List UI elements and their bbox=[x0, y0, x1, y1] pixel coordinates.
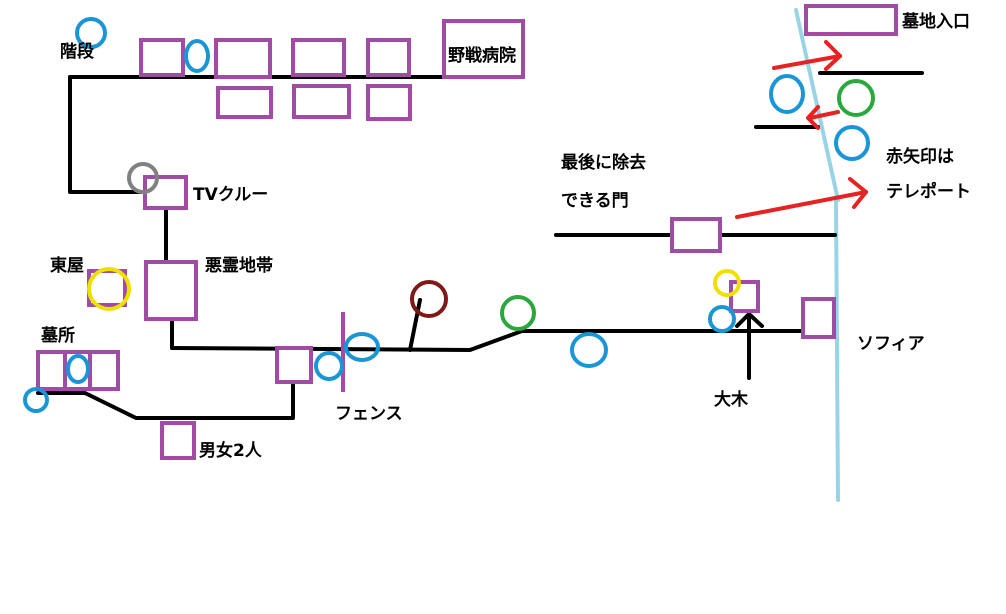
teleport-arrow-gate-shaft bbox=[735, 190, 868, 219]
marker-darkred bbox=[410, 280, 448, 318]
room-graveyard-1 bbox=[36, 350, 67, 391]
marker-green-entrance bbox=[837, 79, 875, 117]
room-last-gate bbox=[670, 217, 722, 253]
path-fence-branch bbox=[408, 298, 422, 352]
marker-yellow-gazebo bbox=[87, 267, 131, 311]
room-field-hospital bbox=[442, 19, 525, 79]
marker-blue-entrance-right bbox=[834, 125, 870, 161]
teleport-arrow-top-shaft bbox=[772, 54, 842, 70]
boundary-line bbox=[794, 8, 840, 502]
label-cemetery-entrance: 墓地入口 bbox=[901, 11, 970, 32]
marker-blue-main bbox=[570, 332, 608, 368]
room-graveyard-3 bbox=[88, 350, 120, 391]
marker-blue-fence-right bbox=[344, 332, 380, 362]
label-graveyard: 墓所 bbox=[40, 325, 75, 346]
arrow-big-tree-head bbox=[735, 312, 764, 328]
label-tv-crew: TVクルー bbox=[193, 185, 268, 205]
path-main-corridor bbox=[170, 329, 836, 352]
teleport-arrow-back-shaft bbox=[808, 110, 840, 120]
marker-gray-tv bbox=[127, 162, 159, 194]
marker-blue-corridor bbox=[184, 39, 210, 73]
marker-yellow-tree bbox=[713, 269, 741, 297]
label-sofia: ソフィア bbox=[857, 334, 925, 354]
label-gazebo: 東屋 bbox=[50, 255, 84, 276]
room-2 bbox=[214, 38, 272, 79]
boundary-upper bbox=[794, 8, 840, 202]
room-sofia bbox=[801, 297, 836, 339]
room-cemetery-entrance bbox=[804, 4, 898, 36]
marker-blue-south bbox=[23, 387, 49, 413]
room-couple bbox=[160, 421, 196, 460]
room-evil-spirit-zone bbox=[144, 260, 198, 321]
marker-blue-entrance-left bbox=[769, 74, 805, 114]
marker-blue-fence-left bbox=[314, 351, 344, 381]
label-couple: 男女2人 bbox=[199, 440, 263, 461]
label-teleport-note-1: 赤矢印は bbox=[886, 146, 954, 167]
marker-green-main bbox=[500, 295, 536, 331]
label-fence: フェンス bbox=[335, 404, 403, 424]
room-tv-crew bbox=[143, 175, 188, 210]
label-evil-spirit-zone: 悪霊地帯 bbox=[205, 255, 273, 276]
room-5 bbox=[216, 86, 273, 119]
markers bbox=[23, 17, 875, 413]
room-6 bbox=[292, 84, 351, 119]
room-1 bbox=[139, 38, 185, 77]
label-field-hospital: 野戦病院 bbox=[448, 45, 516, 66]
teleport-arrow-back-head bbox=[806, 105, 820, 130]
label-stairs: 階段 bbox=[60, 41, 94, 62]
teleport-arrow-top-head bbox=[824, 40, 842, 71]
path-south bbox=[36, 391, 295, 420]
room-big-tree bbox=[729, 280, 760, 313]
marker-blue-graveyard bbox=[66, 354, 90, 384]
label-big-tree: 大木 bbox=[714, 389, 749, 410]
room-4 bbox=[366, 38, 411, 77]
label-last-gate-2: できる門 bbox=[561, 191, 629, 211]
room-fence-side bbox=[275, 346, 313, 384]
label-last-gate-1: 最後に除去 bbox=[561, 152, 646, 173]
rooms bbox=[36, 4, 898, 460]
path-left-vertical bbox=[68, 75, 168, 194]
teleport-arrows bbox=[735, 40, 868, 219]
boundary-lower bbox=[834, 198, 840, 502]
teleport-arrow-gate-head bbox=[848, 177, 868, 209]
room-7 bbox=[366, 84, 412, 121]
labels: 階段 野戦病院 墓地入口 TVクルー 悪霊地帯 東屋 墓所 男女2人 フェンス … bbox=[40, 11, 971, 461]
label-teleport-note-2: テレポート bbox=[886, 181, 971, 202]
marker-blue-stairs bbox=[75, 17, 107, 49]
room-3 bbox=[291, 38, 346, 77]
marker-blue-tree bbox=[708, 305, 736, 333]
